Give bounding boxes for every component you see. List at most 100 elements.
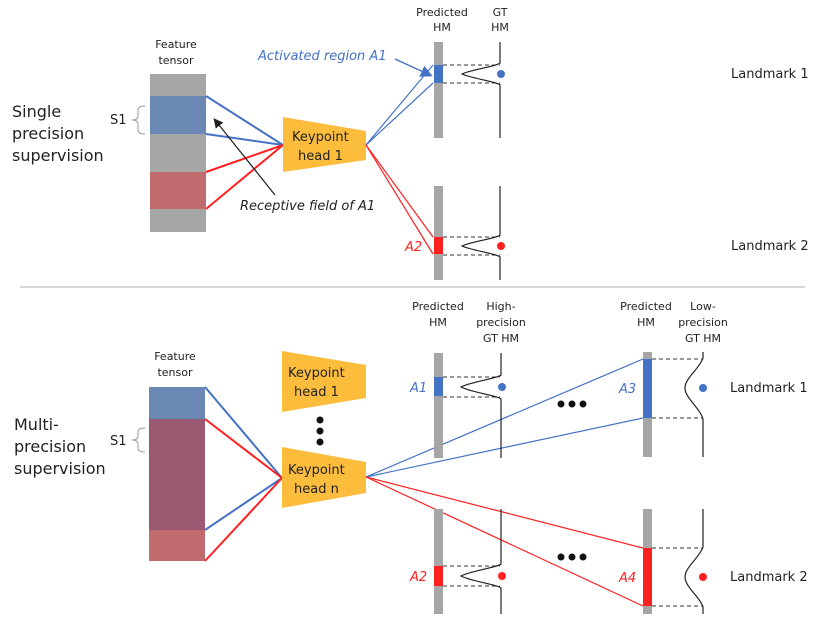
blue-line [204,477,283,531]
tensor-red-region [149,530,205,561]
tensor-blue-region [149,387,205,419]
s1-brace [131,427,146,453]
low-precision-gt-label: Low- [690,300,716,313]
high-precision-landmark-1: A1 [409,353,506,458]
feature-tensor [149,387,205,561]
predicted-hm-label: Predicted [412,300,464,313]
activated-region-a4 [643,548,652,606]
section-label-line: Multi- [14,415,59,434]
red-line [365,144,434,255]
feature-tensor-label: Feature [155,38,197,51]
keypoint-head-label: head 1 [294,385,339,400]
feature-tensor [150,74,206,232]
landmark-1-heatmaps [434,42,505,138]
activated-region-a3 [643,359,652,418]
a4-label: A4 [618,571,636,586]
landmark-1-label: Landmark 1 [730,381,808,396]
s1-brace [131,105,146,135]
s1-label: S1 [110,434,127,449]
keypoint-head-label: Keypoint [288,463,345,478]
gt-heatmap-curve [459,509,502,614]
low-precision-landmark-2: A4 [618,509,707,614]
predicted-hm-label: HM [637,316,655,329]
landmark-dot [497,70,505,78]
s1-label: S1 [110,113,127,128]
receptive-field-label: Receptive field of A1 [240,199,375,214]
blue-line [205,133,284,146]
predicted-hm-bar [434,42,443,138]
red-line [204,477,283,562]
horizontal-ellipsis-icon [557,553,587,561]
tensor-to-head-lines [205,95,284,210]
gt-heatmap-curve [459,353,502,458]
activated-region-arrow [394,58,433,77]
activated-region-a2 [434,566,443,586]
tensor-blue-region [150,96,206,134]
section-label-line: precision [12,124,84,143]
high-precision-gt-label: GT HM [483,332,519,345]
vertical-ellipsis-icon [316,416,324,446]
tensor-mixed-region [149,419,205,530]
predicted-hm-bar [434,509,443,614]
activated-region-a2 [434,237,443,254]
gt-heatmap-curve [684,509,704,614]
section-label-line: precision [14,437,86,456]
gt-heatmap-curve [684,352,704,457]
high-precision-gt-label: High- [486,300,515,313]
activated-region-a1 [434,65,443,83]
predicted-hm-bar [434,353,443,458]
feature-tensor-label: Feature [154,350,196,363]
head-to-hm-lines [365,358,644,607]
tensor-to-head-lines [204,386,283,562]
gt-hm-label: GT [493,6,508,19]
predicted-hm-label: HM [429,316,447,329]
red-line [204,418,283,479]
landmark-1-label: Landmark 1 [731,67,809,82]
feature-tensor-label: tensor [158,54,194,67]
landmark-dot [498,572,506,580]
keypoint-head-label: Keypoint [292,130,349,145]
section-label-line: supervision [12,146,104,165]
low-precision-gt-label: GT HM [685,332,721,345]
predicted-hm-bar [434,186,443,280]
keypoint-head-n [282,447,366,508]
red-line [365,476,644,549]
keypoint-head-label: Keypoint [288,366,345,381]
blue-line [204,386,283,479]
predicted-hm-label: Predicted [416,6,468,19]
keypoint-head-1 [282,351,366,412]
section-label-line: Single [12,102,61,121]
keypoint-head-label: head 1 [298,149,343,164]
red-line [205,144,284,210]
high-precision-landmark-2: A2 [409,509,506,614]
horizontal-ellipsis-icon [557,400,587,408]
a3-label: A3 [618,382,636,397]
blue-line [205,95,284,146]
landmark-2-label: Landmark 2 [731,239,809,254]
blue-line [365,358,644,478]
landmark-dot [699,384,707,392]
receptive-field-arrow [213,118,276,196]
gt-hm-label: HM [491,21,509,34]
activated-region-label: Activated region A1 [257,49,387,64]
keypoint-head-1 [283,117,366,172]
multi-precision-section: Multi- precision supervision Feature ten… [14,300,808,614]
landmark-dot [699,573,707,581]
section-label-line: supervision [14,459,106,478]
landmark-2-heatmaps: A2 [404,186,505,280]
tensor-red-region [150,172,206,209]
blue-line [365,64,434,146]
a2-label: A2 [404,240,422,255]
gt-heatmap-curve [460,42,501,138]
gt-heatmap-curve [460,186,501,280]
red-line [205,144,284,173]
high-precision-gt-label: precision [476,316,526,329]
landmark-dot [498,383,506,391]
blue-line [365,82,434,146]
red-line [365,476,644,607]
landmark-2-label: Landmark 2 [730,570,808,585]
feature-tensor-label: tensor [157,366,193,379]
landmark-dot [497,242,505,250]
head-to-hm-lines [365,64,434,255]
